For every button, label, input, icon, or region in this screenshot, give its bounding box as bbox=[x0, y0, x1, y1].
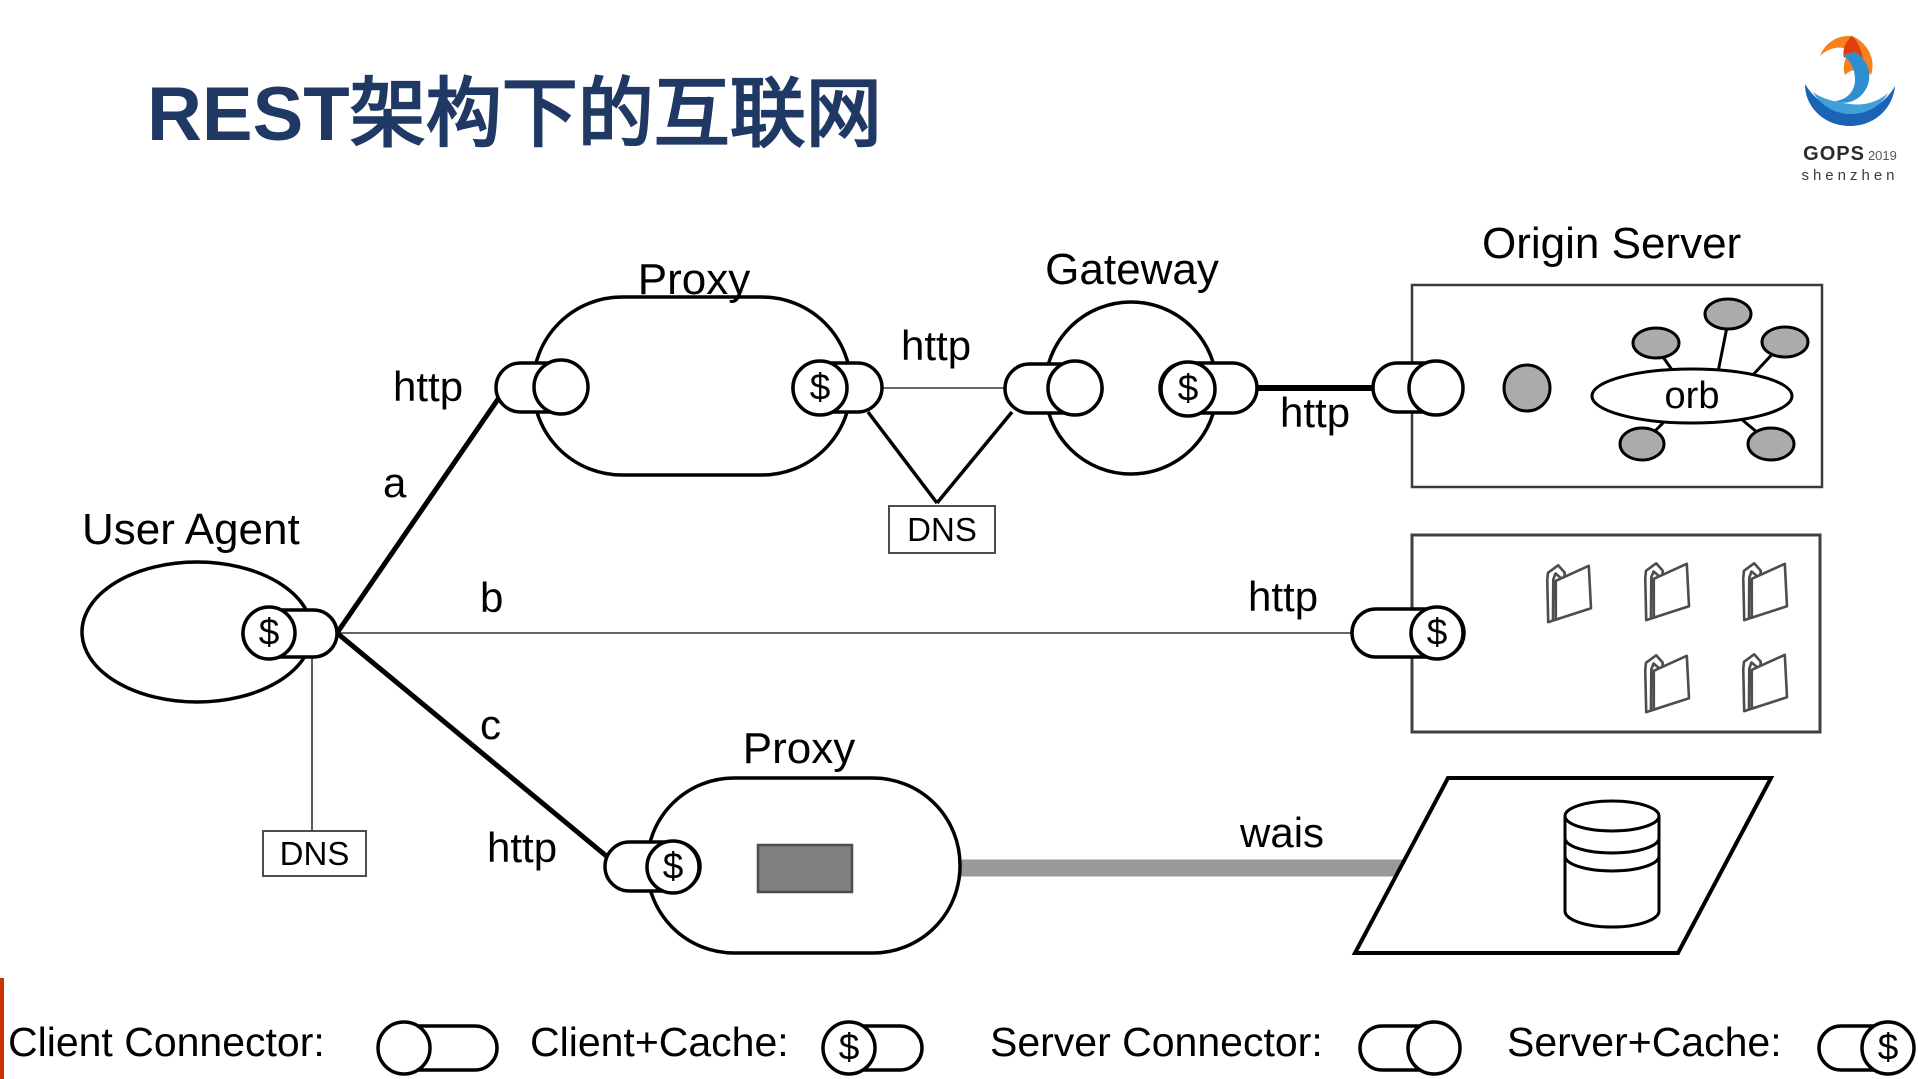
connector-useragent-clientcache bbox=[241, 605, 339, 661]
cache-symbol-proxy2: $ bbox=[662, 845, 684, 887]
page-title: REST架构下的互联网 bbox=[147, 72, 882, 157]
accent-bar bbox=[0, 978, 4, 1079]
dns-v-left-line bbox=[866, 410, 939, 505]
user-agent-label: User Agent bbox=[82, 505, 300, 554]
logo-brand: GOPS bbox=[1803, 143, 1865, 165]
connector-gateway-server bbox=[1003, 359, 1104, 417]
legend-server-connector-icon bbox=[1358, 1020, 1462, 1076]
legend-server-cache-icon bbox=[1817, 1020, 1916, 1076]
origin-server-label: Origin Server bbox=[1482, 219, 1742, 268]
path-a-label: a bbox=[383, 459, 407, 506]
connector-filestore-servercache bbox=[1350, 605, 1466, 661]
proxy-bottom-label: Proxy bbox=[742, 724, 856, 773]
satellite-node bbox=[1618, 426, 1666, 462]
orb-satellite-nodes bbox=[1618, 297, 1810, 462]
dns-label: DNS bbox=[907, 510, 977, 548]
wais-label: wais bbox=[1240, 809, 1325, 856]
origin-node-circle bbox=[1502, 363, 1552, 413]
logo-city: shenzhen bbox=[1801, 167, 1899, 184]
satellite-node bbox=[1746, 426, 1796, 462]
http-label-gateway-origin: http bbox=[1280, 389, 1351, 436]
path-b-label: b bbox=[480, 574, 504, 621]
satellite-node bbox=[1760, 325, 1810, 359]
cache-symbol-useragent: $ bbox=[258, 611, 280, 653]
legend-server-cache-label: Server+Cache: bbox=[1507, 1019, 1782, 1065]
proxy-cache-box bbox=[756, 843, 854, 894]
edge-a-line bbox=[334, 387, 508, 635]
dns-v-right-line bbox=[935, 410, 1014, 505]
connector-proxy-clientcache bbox=[791, 359, 884, 417]
legend-client-connector-label: Client Connector: bbox=[8, 1019, 325, 1065]
cache-symbol-legend-client: $ bbox=[838, 1026, 860, 1068]
dns-label: DNS bbox=[279, 834, 350, 872]
http-label-b: http bbox=[1248, 573, 1319, 620]
edge-c-line bbox=[335, 631, 618, 866]
orb-ellipse bbox=[1590, 367, 1794, 425]
connector-proxy2-servercache bbox=[603, 839, 702, 895]
legend-client-cache-icon bbox=[821, 1020, 924, 1076]
cache-symbol-proxy: $ bbox=[809, 366, 831, 408]
cache-symbol-filestore: $ bbox=[1426, 611, 1448, 653]
connector-gateway-clientcache bbox=[1158, 360, 1259, 418]
dns-box-top: DNS bbox=[888, 505, 996, 554]
wais-platform bbox=[1351, 776, 1775, 955]
legend-server-connector-label: Server Connector: bbox=[990, 1019, 1323, 1065]
http-label-proxy-gateway: http bbox=[901, 322, 972, 369]
logo-year: 2019 bbox=[1867, 148, 1897, 163]
connector-origin-server bbox=[1371, 359, 1465, 417]
http-label-a: http bbox=[393, 363, 464, 410]
cache-symbol-legend-server: $ bbox=[1877, 1026, 1899, 1068]
path-c-label: c bbox=[480, 701, 501, 748]
connector-proxy-server bbox=[494, 358, 590, 416]
satellite-node bbox=[1631, 326, 1681, 360]
dns-box-bottom: DNS bbox=[262, 830, 367, 877]
legend-client-cache-label: Client+Cache: bbox=[530, 1019, 789, 1065]
gateway-label: Gateway bbox=[1045, 245, 1219, 294]
http-label-c: http bbox=[487, 824, 558, 871]
gops-swirl-icon bbox=[1805, 35, 1895, 126]
proxy-top-label: Proxy bbox=[637, 255, 751, 304]
legend-client-connector-icon bbox=[376, 1020, 499, 1076]
database-cylinder-icon bbox=[1563, 799, 1661, 929]
satellite-node bbox=[1703, 297, 1753, 331]
orb-label: orb bbox=[1664, 375, 1720, 417]
cache-symbol-gateway: $ bbox=[1177, 367, 1199, 409]
